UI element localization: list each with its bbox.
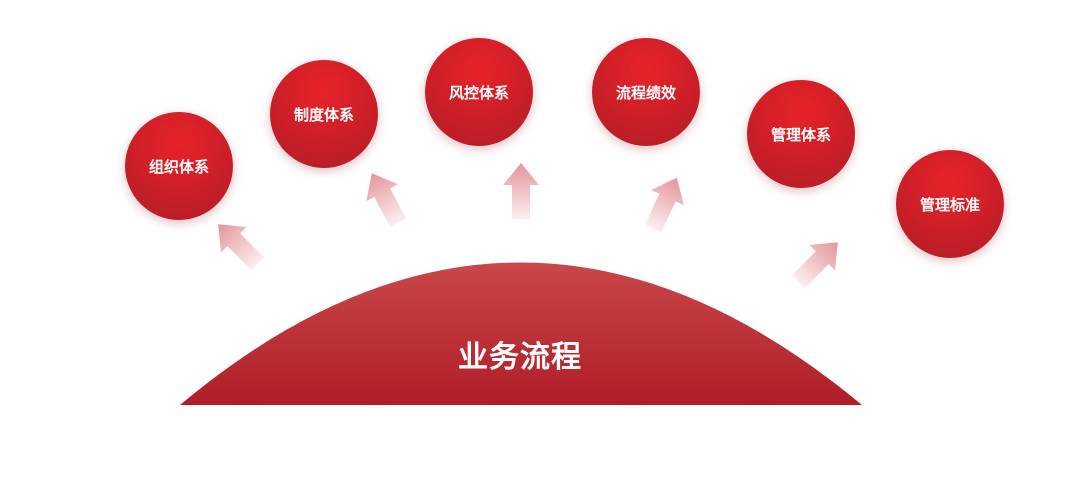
arrow-to-policy [366,173,407,227]
node-policy: 制度体系 [270,60,378,168]
node-std: 管理标准 [896,150,1004,258]
node-label: 管理标准 [919,195,980,214]
arrow-to-risk [503,163,539,219]
node-label: 风控体系 [448,83,509,102]
arrow-to-mgmt [791,242,838,289]
node-label: 制度体系 [293,105,354,124]
arrow-to-perf [645,177,684,233]
node-org: 组织体系 [125,112,233,220]
node-label: 流程绩效 [615,83,676,102]
node-mgmt: 管理体系 [747,80,855,188]
center-label: 业务流程 [458,340,582,375]
node-risk: 风控体系 [425,38,533,146]
node-label: 组织体系 [148,157,209,176]
node-perf: 流程绩效 [592,38,700,146]
arrow-to-org [218,224,265,271]
node-label: 管理体系 [770,125,831,144]
